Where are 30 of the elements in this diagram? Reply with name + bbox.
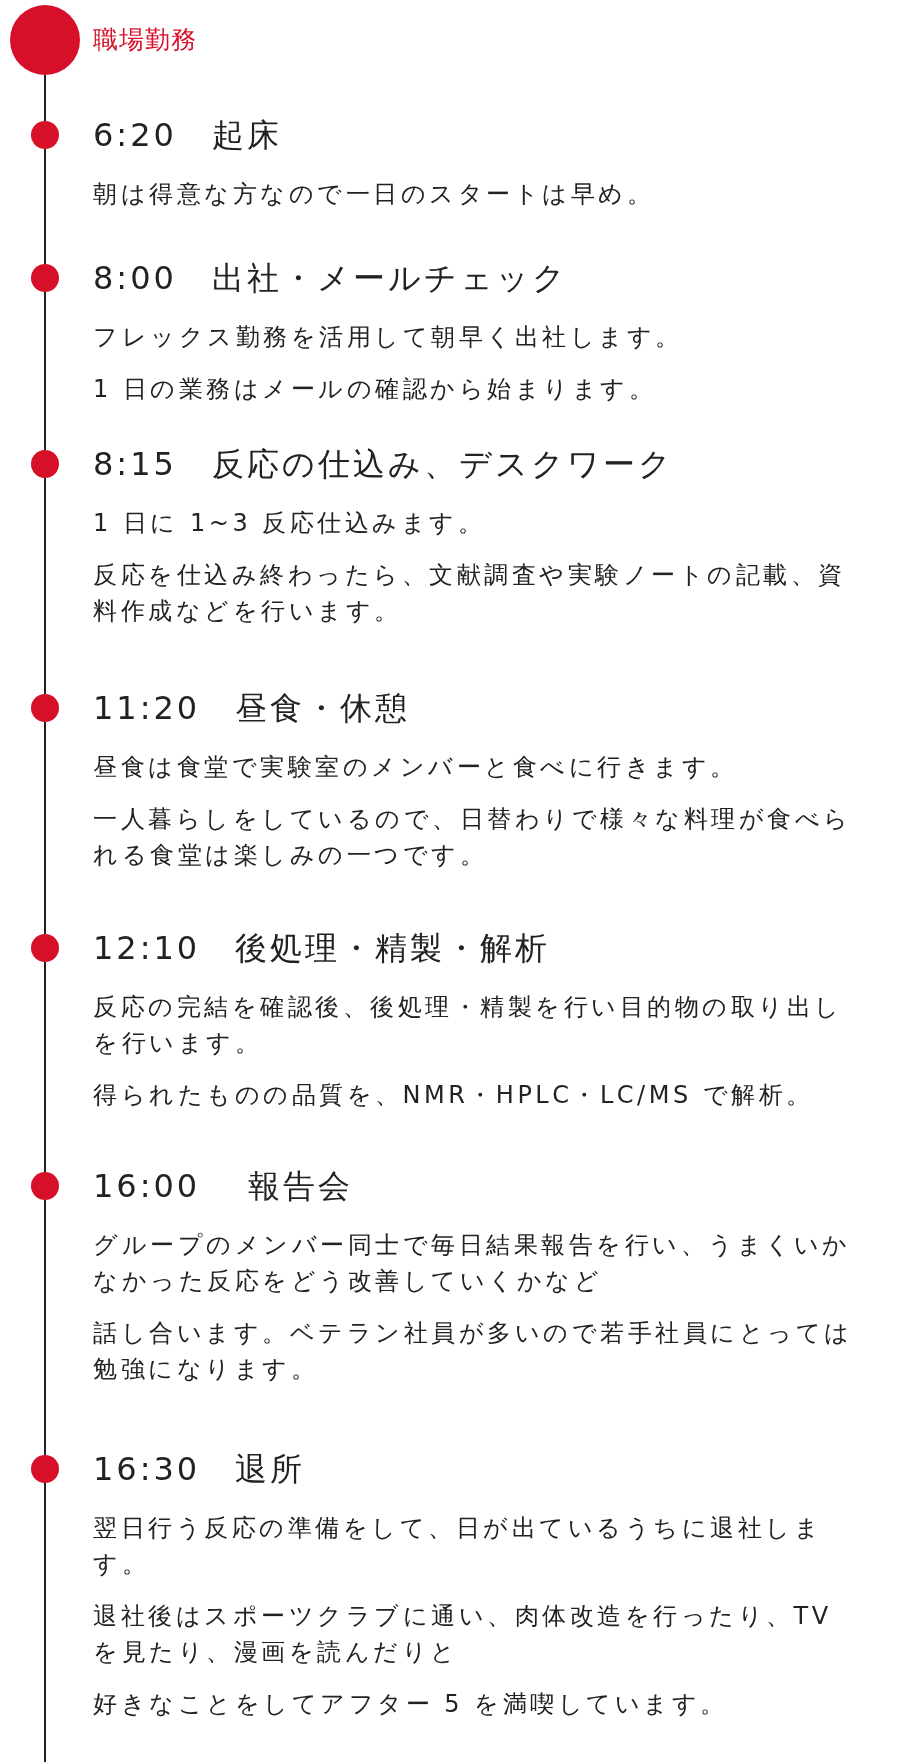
description-text: 朝は得意な方なので一日のスタートは早め。: [93, 179, 655, 210]
description-text: 好きなことをしてアフター 5 を満喫しています。: [93, 1689, 729, 1720]
timeline-line: [44, 148, 46, 265]
timeline-line: [44, 291, 46, 451]
description-text: 反応の完結を確認後、後処理・精製を行い目的物の取り出しを行います。: [93, 992, 844, 1059]
timeline-line: [44, 477, 46, 695]
timeline-line: [44, 961, 46, 1173]
description-text: 1 日に 1~3 反応仕込みます。: [93, 508, 487, 539]
time-heading: 16:30 退所: [93, 1449, 306, 1489]
description-text: フレックス勤務を活用して朝早く出社します。: [93, 322, 684, 353]
description-text: 話し合います。ベテラン社員が多いので若手社員にとっては勉強になります。: [93, 1318, 854, 1385]
timeline-line: [44, 721, 46, 935]
time-heading: 8:15 反応の仕込み、デスクワーク: [93, 444, 674, 484]
description-text: 1 日の業務はメールの確認から始まります。: [93, 374, 658, 405]
description-text: 一人暮らしをしているので、日替わりで様々な料理が食べられる食堂は楽しみの一つです。: [93, 804, 853, 871]
time-heading: 6:20 起床: [93, 115, 282, 155]
description-text: 昼食は食堂で実験室のメンバーと食べに行きます。: [93, 752, 739, 783]
description-text: 翌日行う反応の準備をして、日が出ているうちに退社します。: [93, 1513, 823, 1580]
description-text: 退社後はスポーツクラブに通い、肉体改造を行ったり、TV を見たり、漫画を読んだりと: [93, 1601, 833, 1668]
title: 職場勤務: [93, 24, 197, 56]
time-heading: 12:10 後処理・精製・解析: [93, 928, 551, 968]
timeline-line: [44, 1482, 46, 1762]
description-text: グループのメンバー同士で毎日結果報告を行い、うまくいかなかった反応をどう改善していくかなど: [93, 1230, 852, 1297]
description-text: 得られたものの品質を、NMR・HPLC・LC/MS で解析。: [93, 1080, 815, 1111]
description-text: 反応を仕込み終わったら、文献調査や実験ノートの記載、資料作成などを行います。: [93, 560, 847, 627]
time-heading: 8:00 出社・メールチェック: [93, 258, 568, 298]
timeline-line: [44, 74, 46, 122]
time-heading: 11:20 昼食・休憩: [93, 688, 411, 728]
time-heading: 16:00 報告会: [93, 1166, 354, 1206]
timeline-line: [44, 1199, 46, 1456]
